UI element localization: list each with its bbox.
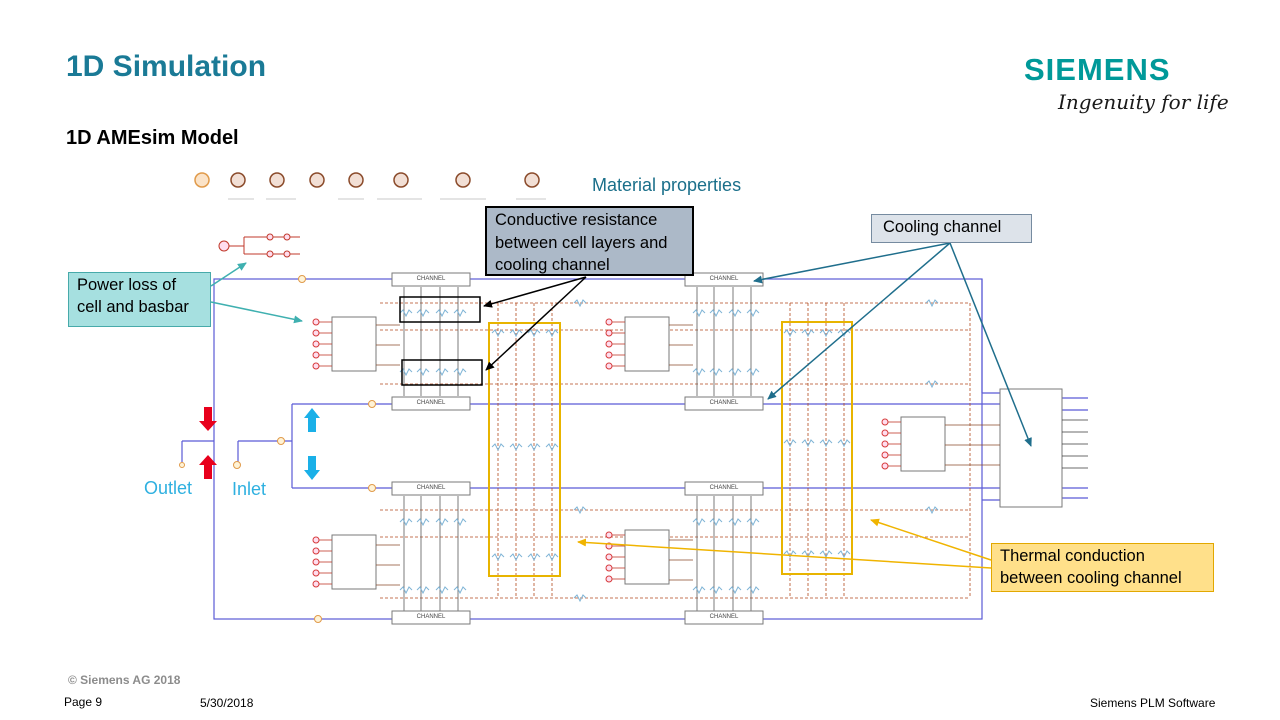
channel-block [391,272,471,287]
company-name: Siemens PLM Software [1090,696,1216,710]
callout-line: between cooling channel [1000,569,1182,587]
callout-power-loss: Power loss of cell and basbar [68,272,211,327]
callout-line: between cell layers and [495,233,668,252]
material-icon [309,172,325,188]
channel-label: CHANNEL [709,485,739,491]
cell-links [376,324,1000,586]
callout-thermal-conduction: Thermal conduction between cooling chann… [991,543,1214,592]
channel-label: CHANNEL [416,614,446,620]
callout-line: Power loss of [77,276,177,294]
channel-label: CHANNEL [709,614,739,620]
slide-title: 1D Simulation [66,50,267,83]
cell-blocks [331,316,1063,590]
slide-subtitle: 1D AMEsim Model [66,127,239,149]
callout-conductive-resistance: Conductive resistance between cell layer… [485,206,694,276]
channel-label: CHANNEL [416,485,446,491]
material-icon [269,172,285,188]
outlet-label: Outlet [144,478,193,498]
cell-block [331,316,377,372]
callout-line: Thermal conduction [1000,547,1145,565]
material-icon [393,172,409,188]
heat-source-wires [319,321,901,585]
flow-down-cyan-icon [304,456,320,480]
callout-cooling-channel: Cooling channel [871,214,1032,243]
channel-blocks [391,272,764,625]
callout-line: cooling channel [495,256,610,274]
material-icon [524,172,540,188]
flow-down-red-icon [199,407,217,431]
power-source-network [218,233,300,258]
conductive-highlight-box [399,296,481,323]
copyright: © Siemens AG 2018 [68,673,181,687]
flow-arrow-icons [199,407,320,480]
channel-label: CHANNEL [709,400,739,406]
conductive-highlight-box [401,359,483,386]
brand-tagline: Ingenuity for life [1058,90,1229,114]
material-icons-row [194,172,546,200]
siemens-logo: SIEMENS [1024,52,1171,87]
material-icon [348,172,364,188]
callout-arrows [210,242,1032,569]
callout-line: cell and basbar [77,298,189,316]
material-icon [230,172,246,188]
signal-lines [403,287,752,611]
channel-block [684,610,764,625]
cell-block [900,416,946,472]
channel-label: CHANNEL [709,276,739,282]
pipe-ports [179,275,376,623]
manifold-outputs [1062,419,1088,469]
flow-up-cyan-icon [304,408,320,432]
thermal-highlight-box [781,321,853,575]
manifold-block [999,388,1063,508]
inlet-label: Inlet [232,479,267,499]
date: 5/30/2018 [200,696,254,710]
channel-block [684,481,764,496]
channel-label: CHANNEL [416,276,446,282]
channel-block [684,396,764,411]
cell-block [624,529,670,585]
thermal-network [380,302,971,599]
flow-up-red-icon [199,455,217,479]
material-properties-label: Material properties [592,175,742,195]
page-number: Page 9 [64,695,103,709]
channel-label: CHANNEL [416,400,446,406]
callout-line: Conductive resistance [495,211,658,229]
resistor-glyphs [399,299,939,603]
heat-sources [312,318,889,588]
material-icon [194,172,210,188]
thermal-highlight-box [488,322,561,577]
cell-block [624,316,670,372]
channel-block [391,396,471,411]
cell-block [331,534,377,590]
material-icon [455,172,471,188]
channel-block [391,610,471,625]
channel-block [391,481,471,496]
